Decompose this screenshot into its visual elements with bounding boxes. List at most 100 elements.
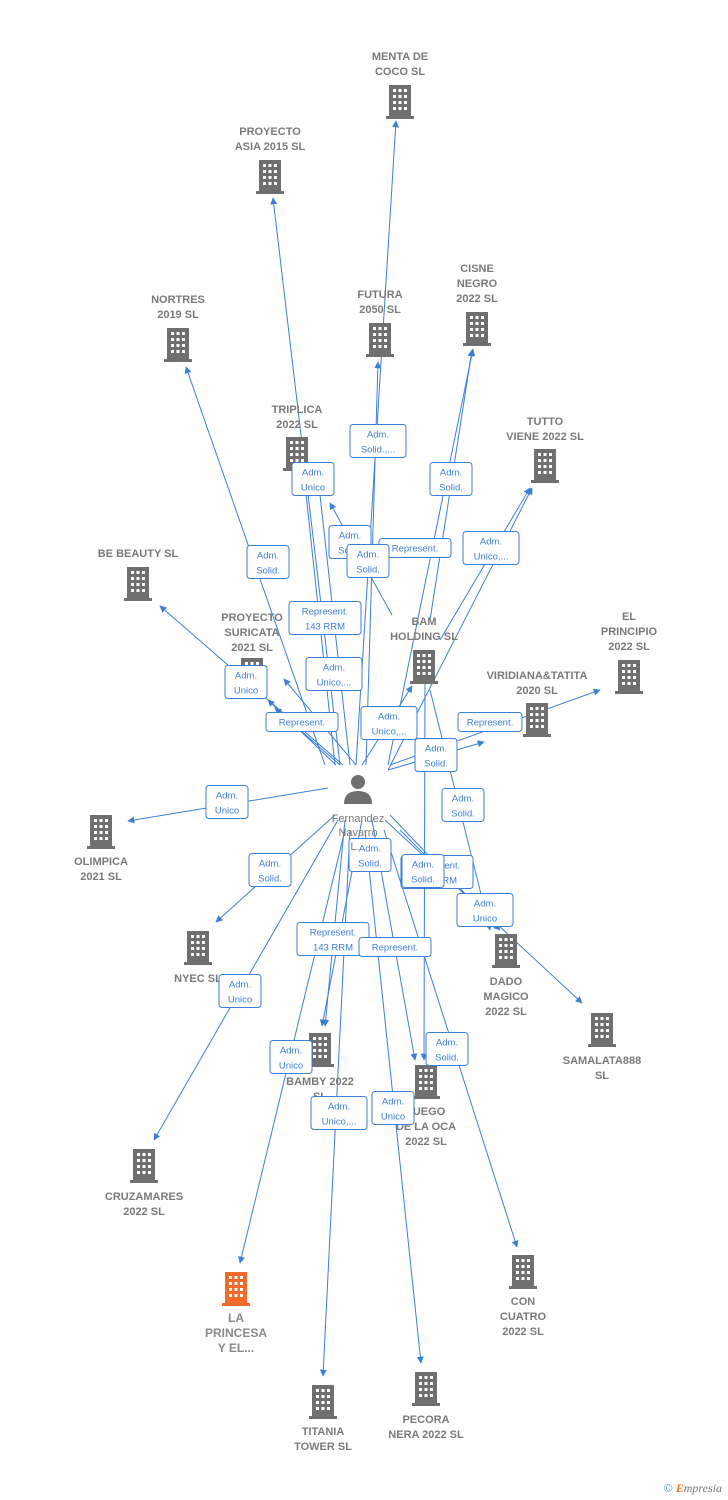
company-label: 2022 SL bbox=[456, 293, 498, 305]
company-label: JUEGO bbox=[407, 1106, 446, 1118]
building-icon bbox=[615, 660, 643, 694]
relation-badge[interactable]: Adm.Unico,... bbox=[360, 706, 418, 740]
company-label: 2022 SL bbox=[405, 1136, 447, 1148]
relation-badge[interactable]: Adm.Unico bbox=[371, 1091, 415, 1125]
relation-badge-text: Represent. bbox=[310, 928, 356, 939]
relation-badge[interactable]: Represent. bbox=[378, 538, 452, 558]
relation-badge[interactable]: Adm.Unico,... bbox=[310, 1096, 368, 1130]
company-label: 2020 SL bbox=[516, 685, 558, 697]
relation-badge[interactable]: Represent. bbox=[457, 712, 523, 732]
relation-badge-text: Unico bbox=[234, 686, 258, 697]
company-label: NEGRO bbox=[457, 278, 498, 290]
relation-badge[interactable]: Represent. bbox=[358, 937, 432, 957]
relation-badge-text: Adm. bbox=[328, 1102, 350, 1113]
building-icon bbox=[184, 931, 212, 965]
relation-badge-box bbox=[246, 545, 290, 579]
building-icon bbox=[412, 1372, 440, 1406]
company-label: 2022 SL bbox=[485, 1006, 527, 1018]
relation-badge-text: Solid. bbox=[451, 809, 475, 820]
relation-badge[interactable]: Represent.143 RRM bbox=[288, 601, 362, 635]
relation-badge-text: Adm. bbox=[480, 537, 502, 548]
relation-badge[interactable]: Adm.Solid. bbox=[429, 462, 473, 496]
person-label: Navarro bbox=[338, 827, 377, 839]
company-label: TOWER SL bbox=[294, 1441, 352, 1453]
person-label: Fernandez bbox=[332, 813, 385, 825]
relation-badge[interactable]: Adm.Solid. bbox=[348, 838, 392, 872]
company-label: 2021 SL bbox=[80, 871, 122, 883]
relation-badge[interactable]: Adm.Solid. bbox=[246, 545, 290, 579]
relation-badge[interactable]: Adm.Solid. bbox=[401, 854, 445, 888]
company-label: 2022 SL bbox=[123, 1206, 165, 1218]
relation-badge[interactable]: Adm.Unico bbox=[205, 785, 249, 819]
relation-badge[interactable]: Represent.143 RRM bbox=[296, 922, 370, 956]
person-icon bbox=[344, 775, 372, 804]
company-label: TITANIA bbox=[302, 1426, 345, 1438]
relation-badge[interactable]: Adm.Solid. bbox=[414, 738, 458, 772]
person-node[interactable]: FernandezNavarroL... bbox=[332, 775, 385, 853]
building-icon bbox=[509, 1255, 537, 1289]
company-label: Y EL... bbox=[218, 1341, 254, 1355]
company-label: COCO SL bbox=[375, 66, 425, 78]
relation-badge[interactable]: Adm.Solid. bbox=[425, 1032, 469, 1066]
company-node-nyec[interactable]: NYEC SL bbox=[174, 931, 222, 985]
relation-badge[interactable]: Adm.Unico bbox=[456, 893, 514, 927]
relation-badge-box bbox=[462, 531, 520, 565]
relation-badge-text: Adm. bbox=[359, 844, 381, 855]
relation-badge-text: Adm. bbox=[382, 1097, 404, 1108]
relation-badge-text: Adm. bbox=[216, 791, 238, 802]
company-label: DADO bbox=[490, 976, 523, 988]
relation-badge[interactable]: Adm.Unico bbox=[291, 462, 335, 496]
company-label: PROYECTO bbox=[239, 126, 301, 138]
relation-badge-text: Solid.,... bbox=[361, 445, 395, 456]
building-icon bbox=[410, 650, 438, 684]
relation-badge[interactable]: Adm.Unico bbox=[224, 665, 268, 699]
relation-badge[interactable]: Adm. Unico bbox=[218, 974, 262, 1008]
relation-badge-box bbox=[429, 462, 473, 496]
relation-badge-text: Adm. bbox=[229, 980, 251, 991]
relation-badge-text: Adm. bbox=[412, 860, 434, 871]
relation-badge[interactable]: Adm.Unico,... bbox=[462, 531, 520, 565]
copyright: © Empresia bbox=[664, 1481, 722, 1496]
relation-badge[interactable]: Adm.Unico,... bbox=[305, 657, 363, 691]
relation-badge-text: 143 RRM bbox=[305, 622, 345, 633]
relation-badge-text: Unico,... bbox=[317, 678, 352, 689]
building-icon bbox=[366, 323, 394, 357]
relation-badge-text: Unico bbox=[228, 995, 252, 1006]
relation-badge[interactable]: Adm.Solid.,... bbox=[349, 424, 407, 458]
building-icon bbox=[309, 1385, 337, 1419]
relation-badge[interactable]: Adm.Solid. bbox=[441, 788, 485, 822]
building-icon bbox=[492, 934, 520, 968]
company-label: FUTURA bbox=[357, 289, 402, 301]
relation-badge-text: Adm. bbox=[357, 550, 379, 561]
relation-badge[interactable]: Adm.Solid. bbox=[346, 544, 390, 578]
company-node-titania[interactable]: TITANIA TOWER SL bbox=[294, 1385, 352, 1453]
company-label: 2022 SL bbox=[276, 419, 318, 431]
building-icon bbox=[531, 449, 559, 483]
relation-badge[interactable]: Adm.Solid. bbox=[248, 853, 292, 887]
relation-badge[interactable]: Represent. bbox=[265, 712, 339, 732]
building-icon bbox=[463, 312, 491, 346]
relation-badge[interactable]: Adm.Unico bbox=[269, 1040, 313, 1074]
company-label: 2019 SL bbox=[157, 309, 199, 321]
brand-initial: E bbox=[675, 1481, 684, 1495]
company-node-bebeauty[interactable]: BE BEAUTY SL bbox=[98, 548, 179, 601]
